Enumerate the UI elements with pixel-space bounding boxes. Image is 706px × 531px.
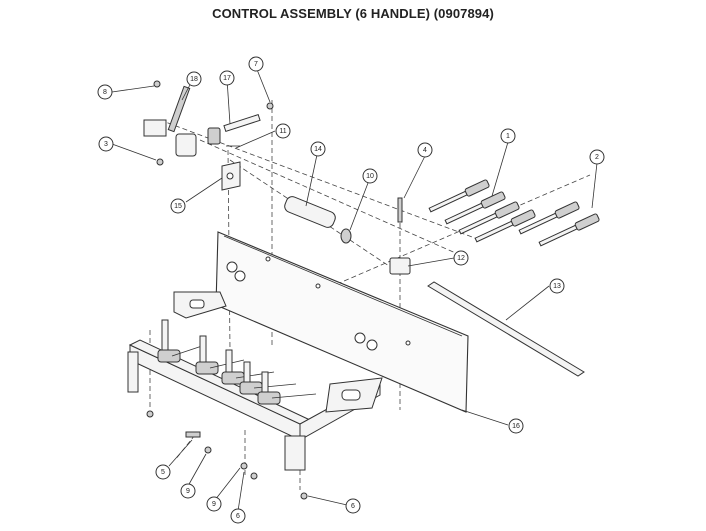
callout-9: 8 — [97, 84, 113, 100]
callout-bubble — [98, 136, 114, 152]
fasteners — [146, 410, 308, 500]
callout-17: 15 — [170, 198, 186, 214]
callout-15: 13 — [549, 278, 565, 294]
callout-bubble — [180, 483, 196, 499]
diagram-title: CONTROL ASSEMBLY (6 HANDLE) (0907894) — [212, 6, 494, 21]
callout-14: 12 — [453, 250, 469, 266]
callout-bubble — [453, 250, 469, 266]
callout-18: 16 — [508, 418, 524, 434]
back-plate — [215, 231, 469, 413]
callout-10: 9 — [180, 483, 196, 499]
callout-20: 18 — [186, 71, 202, 87]
callout-bubble — [362, 168, 378, 184]
callout-bubble — [549, 278, 565, 294]
callout-13: 11 — [275, 123, 291, 139]
upper-left-valve — [143, 80, 274, 191]
callout-label: 16 — [512, 423, 520, 430]
callout-4: 4 — [417, 142, 433, 158]
callout-bubble — [417, 142, 433, 158]
mounted-valves — [157, 319, 317, 405]
callout-label: 6 — [236, 513, 240, 520]
callout-leaders — [111, 66, 598, 512]
callout-bubble — [589, 149, 605, 165]
callout-label: 7 — [254, 61, 258, 68]
middle-loose-parts — [284, 196, 411, 275]
callout-label: 17 — [223, 75, 231, 82]
callout-label: 12 — [457, 255, 465, 262]
callout-bubble — [170, 198, 186, 214]
callout-bubble — [248, 56, 264, 72]
callout-12: 10 — [362, 168, 378, 184]
callout-bubble — [500, 128, 516, 144]
callout-bubble — [206, 496, 222, 512]
callout-bubble — [345, 498, 361, 514]
callout-2: 2 — [589, 149, 605, 165]
callout-label: 9 — [212, 501, 216, 508]
callout-label: 4 — [423, 147, 427, 154]
callout-1: 1 — [500, 128, 516, 144]
callout-label: 10 — [366, 173, 374, 180]
callout-bubble — [508, 418, 524, 434]
callout-bubble — [186, 71, 202, 87]
callout-bubble — [219, 70, 235, 86]
callout-label: 15 — [174, 203, 182, 210]
callout-label: 2 — [595, 154, 599, 161]
callout-label: 6 — [351, 503, 355, 510]
callout-6: 6 — [345, 498, 361, 514]
callout-label: 13 — [553, 283, 561, 290]
callout-3: 3 — [98, 136, 114, 152]
callout-bubble — [97, 84, 113, 100]
callout-bubble — [275, 123, 291, 139]
long-rod — [427, 281, 585, 377]
callout-label: 18 — [190, 76, 198, 83]
valve-cartridges — [428, 179, 600, 247]
callout-8: 7 — [248, 56, 264, 72]
callout-label: 1 — [506, 133, 510, 140]
callout-label: 8 — [103, 89, 107, 96]
callout-label: 3 — [104, 141, 108, 148]
callout-16: 14 — [310, 141, 326, 157]
callout-7: 6 — [230, 508, 246, 524]
callout-bubble — [230, 508, 246, 524]
callout-bubble — [310, 141, 326, 157]
callout-11: 9 — [206, 496, 222, 512]
callout-label: 14 — [314, 146, 322, 153]
callout-label: 5 — [161, 469, 165, 476]
callout-label: 11 — [279, 128, 286, 135]
callout-5: 5 — [155, 464, 171, 480]
callout-19: 17 — [219, 70, 235, 86]
callout-label: 9 — [186, 488, 190, 495]
callout-bubble — [155, 464, 171, 480]
